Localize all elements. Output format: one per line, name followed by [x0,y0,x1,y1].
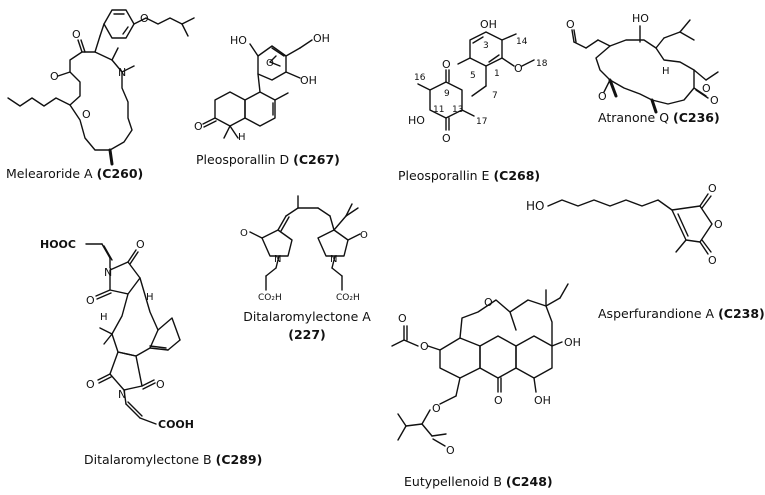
atom-label: O [708,182,717,195]
structure-asperfurandione-a [547,193,713,255]
atom-label: HO [230,34,247,47]
atom-label: OH [300,74,317,87]
atom-label: HO [632,12,649,25]
compound-code: (C238) [718,306,765,321]
atom-label: N [330,254,337,265]
compound-code: (C268) [493,168,541,183]
atom-label: O [194,120,203,133]
atom-label: N [118,388,126,401]
atom-label: O [710,94,719,107]
compound-code: (C248) [505,474,553,489]
atom-label: O [494,394,503,407]
locant: 5 [470,71,476,81]
locant: 7 [492,91,498,101]
compound-code: (C267) [293,152,340,167]
atom-label: H [238,132,246,143]
compound-name: Eutypellenoid B [404,474,502,489]
caption-pleosporallin-d: Pleosporallin D (C267) [196,152,340,167]
locant: 13 [452,105,463,115]
atom-label: HO [526,199,544,213]
compound-code: (C236) [673,110,720,125]
atom-label: OH [534,394,551,407]
atom-label: O [82,108,91,121]
locant: 14 [516,37,528,47]
atom-label: O [432,402,441,415]
atom-label: N [104,266,112,279]
compound-code: (227) [288,327,326,342]
atom-label: O [50,70,59,83]
compound-name: Asperfurandione A [598,306,715,321]
atom-label: HOOC [40,238,76,251]
locant: 9 [444,89,450,99]
caption-eutypellenoid-b: Eutypellenoid B (C248) [404,474,553,489]
atom-label: H [100,312,108,323]
locant: 16 [414,73,426,83]
atom-label: O [714,218,723,231]
atom-label: O [240,228,248,239]
atom-label: O [86,294,95,307]
atom-label: N [274,254,281,265]
compound-name: Atranone Q [598,110,670,125]
atom-label: O [156,378,165,391]
locant: 18 [536,59,548,69]
atom-label: CO₂H [336,293,360,303]
structure-ditalaromylectone-b [85,243,181,425]
atom-label: O [702,82,711,95]
atom-label: O [514,62,523,75]
atom-label: O [86,378,95,391]
locant: 3 [483,41,489,51]
atom-label: OH [480,18,497,31]
atom-label: O [72,28,81,41]
atom-label: H [146,292,154,303]
structure-atranone-q [571,19,719,114]
atom-label: O [484,296,493,309]
caption-asperfurandione-a: Asperfurandione A (C238) [598,306,765,321]
compound-code: (C289) [215,452,263,467]
atom-label: HO [408,114,425,127]
structure-melearoride-a [7,9,195,166]
atom-label: O [266,58,274,69]
locant: 17 [476,117,487,127]
atom-label: O [598,90,607,103]
locant: 11 [433,105,444,115]
structure-pleosporallin-d [202,39,313,139]
atom-label: O [398,312,407,325]
compound-name: Pleosporallin E [398,168,490,183]
caption-melearoride-a: Melearoride A (C260) [6,166,143,181]
structure-ditalaromylectone-a [249,195,361,291]
compound-name: Ditalaromylectone A [243,309,371,324]
atom-label: OH [313,32,330,45]
atom-label: O [446,444,455,457]
atom-label: O [442,132,451,145]
structure-pleosporallin-e [417,31,535,131]
atom-label: O [140,12,149,25]
locant: 1 [494,69,500,79]
compound-name: Pleosporallin D [196,152,290,167]
compound-name: Melearoride A [6,166,93,181]
atom-label: H [662,66,670,77]
compound-code: (C260) [96,166,144,181]
atom-label: COOH [158,418,194,431]
atom-label: O [566,18,575,31]
atom-label: CO₂H [258,293,282,303]
atom-label: N [118,66,126,79]
atom-label: OH [564,336,581,349]
atom-label: O [442,58,451,71]
atom-label: O [708,254,717,267]
compound-name: Ditalaromylectone B [84,452,212,467]
caption-atranone-q: Atranone Q (C236) [598,110,720,125]
atom-label: O [360,230,368,241]
caption-ditalaromylectone-b: Ditalaromylectone B (C289) [84,452,262,467]
atom-label: O [420,340,429,353]
atom-label: O [136,238,145,251]
caption-pleosporallin-e: Pleosporallin E (C268) [398,168,540,183]
structure-eutypellenoid-b [391,283,569,447]
caption-ditalaromylectone-a: Ditalaromylectone A (227) [242,308,372,344]
